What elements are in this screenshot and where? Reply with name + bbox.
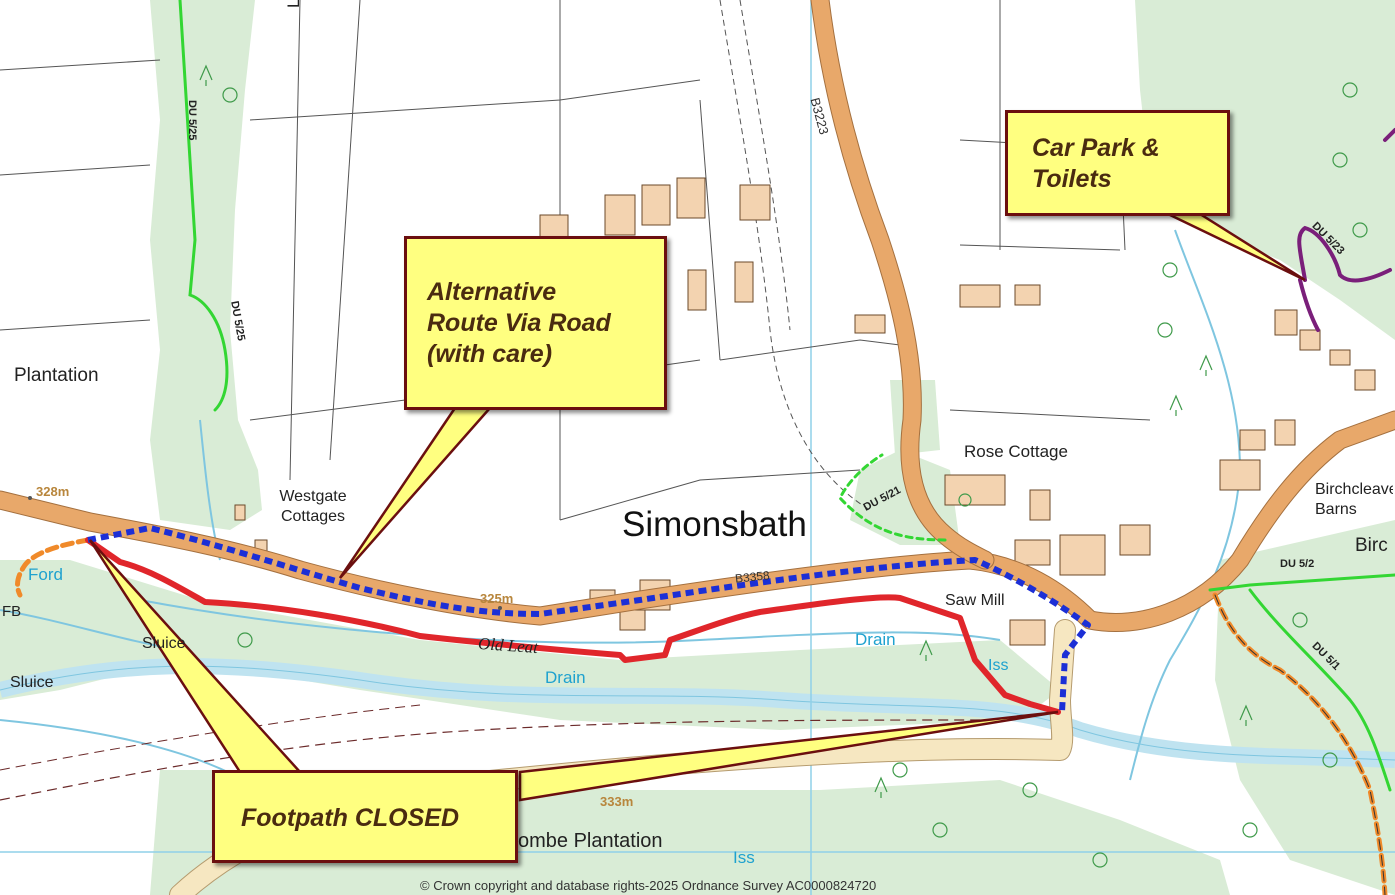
callout-car-park: Car Park & Toilets: [1005, 110, 1230, 216]
vegetation-symbols: [199, 64, 1368, 868]
callout-alt-route-line3: (with care): [427, 340, 553, 368]
label-rose-cottage: Rose Cottage: [964, 442, 1068, 461]
label-lin-fragment: Lin: [284, 0, 304, 8]
callout-footpath-closed: Footpath CLOSED: [212, 770, 518, 863]
label-westgate: Westgate Cottages: [279, 488, 347, 525]
alternative-route: [87, 525, 1091, 713]
bridleway-du525: [178, 0, 229, 412]
label-iss-bottom: Iss: [733, 848, 755, 867]
byway-ford: [15, 537, 91, 598]
tracks: [0, 0, 1001, 801]
copyright-notice: © Crown copyright and database rights-20…: [420, 878, 877, 893]
callout-car-park-line2: Toilets: [1032, 165, 1112, 193]
byway-du51-orange-core: [1214, 594, 1386, 895]
callout-alt-route: Alternative Route Via Road (with care): [404, 236, 667, 410]
bridleway-du51: [1248, 588, 1392, 792]
label-saw-mill: Saw Mill: [945, 592, 1005, 609]
restricted-byway-top: [1383, 128, 1395, 142]
label-ford: Ford: [28, 565, 63, 584]
callout-footpath-closed-text: Footpath CLOSED: [241, 804, 460, 832]
label-sluice-lower: Sluice: [10, 674, 54, 691]
label-birch-fragment: Birc: [1355, 535, 1388, 556]
label-old-leat: Old Leat: [477, 633, 539, 658]
callout-alt-route-line2: Route Via Road: [427, 309, 611, 337]
path-label-du52: DU 5/2: [1280, 558, 1315, 570]
spot-height-328: 328m: [36, 484, 70, 499]
label-birchcleave: Birchcleave Barns: [1315, 481, 1393, 518]
path-label-du525-a: DU 5/25: [186, 100, 198, 141]
spot-height-325: 325m: [480, 591, 514, 606]
label-drain-left: Drain: [545, 668, 586, 687]
restricted-byway-du523: [1297, 225, 1392, 283]
label-combe-plantation: ombe Plantation: [518, 830, 663, 852]
callout-alt-route-line1: Alternative: [427, 278, 557, 306]
rights-of-way: [15, 0, 1395, 895]
label-simonsbath: Simonsbath: [622, 505, 807, 544]
label-fb: FB: [2, 603, 22, 620]
closed-footpath-route: [85, 537, 1061, 715]
label-plantation: Plantation: [14, 365, 99, 386]
label-sluice-upper: Sluice: [142, 635, 186, 652]
label-iss-mid: Iss: [988, 657, 1009, 674]
bridleway-du52: [1208, 573, 1395, 592]
spot-heights: [28, 496, 502, 610]
road-b3223: [811, 0, 994, 569]
callout-car-park-line1: Car Park &: [1032, 134, 1160, 162]
label-drain-right: Drain: [855, 630, 896, 649]
footpath-du521: [838, 453, 947, 542]
restricted-byway-du523-branch: [1298, 278, 1320, 332]
spot-height-333: 333m: [600, 794, 634, 809]
callout-pointers: [88, 212, 1306, 802]
